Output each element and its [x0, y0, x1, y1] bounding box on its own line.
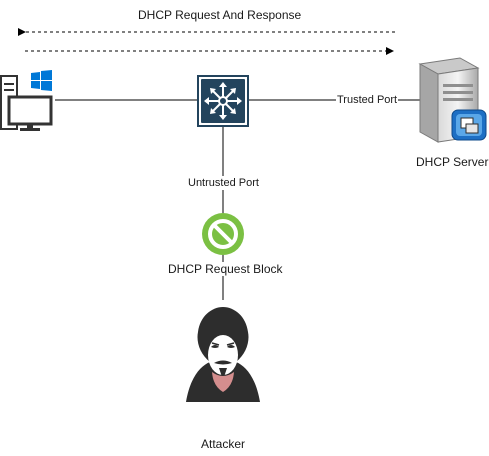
server-icon: [418, 57, 487, 143]
windows-pc-icon: [0, 70, 53, 131]
diagram-header: DHCP Request And Response: [138, 8, 302, 22]
trusted-port-label: Trusted Port: [336, 93, 399, 107]
hacker-icon: [186, 307, 260, 402]
dhcp-request-block-label: DHCP Request Block: [167, 262, 284, 276]
no-entry-icon: [202, 213, 244, 255]
network-switch-icon: [197, 75, 249, 127]
dhcp-server-label: DHCP Server: [416, 155, 489, 169]
attacker-label: Attacker: [201, 437, 246, 451]
untrusted-port-label: Untrusted Port: [187, 176, 260, 190]
